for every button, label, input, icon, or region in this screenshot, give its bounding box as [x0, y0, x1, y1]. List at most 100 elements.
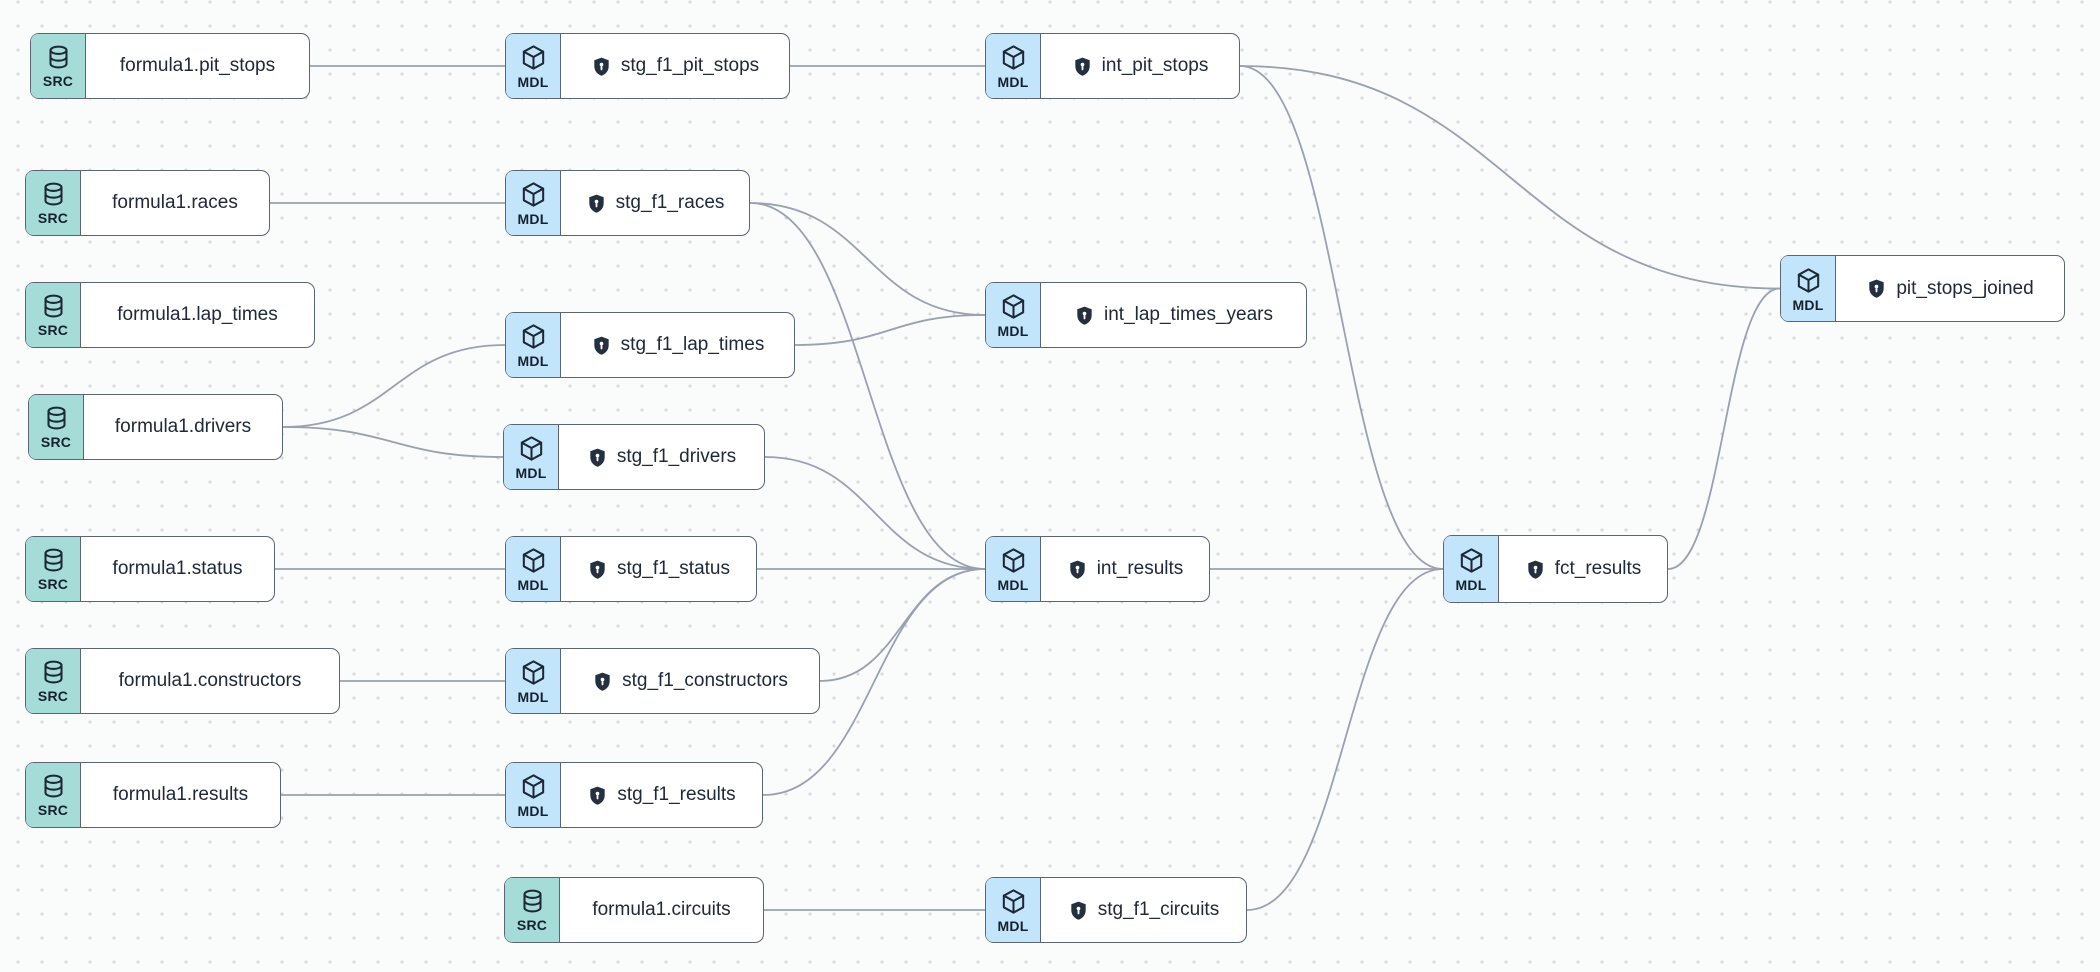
badge-label: MDL: [997, 74, 1029, 90]
shield-icon: [1525, 559, 1546, 580]
cube-icon: [519, 43, 548, 72]
node-int_results[interactable]: MDL int_results: [985, 536, 1210, 602]
node-label: formula1.drivers: [114, 416, 252, 437]
node-formula1.drivers[interactable]: SRC formula1.drivers: [28, 394, 283, 460]
node-body: formula1.circuits: [560, 878, 763, 942]
node-body: pit_stops_joined: [1836, 256, 2064, 321]
cube-icon: [999, 887, 1028, 916]
node-stg_f1_circuits[interactable]: MDL stg_f1_circuits: [985, 877, 1247, 943]
shield-icon: [1072, 56, 1093, 77]
badge-label: SRC: [37, 210, 69, 226]
node-label: stg_f1_status: [616, 558, 731, 579]
badge-label: MDL: [997, 577, 1029, 593]
node-body: formula1.drivers: [84, 395, 282, 459]
node-label: stg_f1_races: [615, 192, 725, 213]
cube-icon: [519, 658, 548, 687]
database-icon: [43, 405, 70, 432]
edge-stg_lap_times-to-int_lap_times_years: [794, 314, 986, 346]
shield-icon: [1074, 305, 1095, 326]
model-badge: MDL: [986, 283, 1041, 347]
node-body: stg_f1_races: [561, 171, 749, 235]
node-body: formula1.pit_stops: [86, 34, 309, 98]
badge-label: SRC: [37, 576, 69, 592]
cube-icon: [1794, 266, 1823, 295]
edge-stg_races-to-int_lap_times_years: [749, 202, 986, 316]
shield-icon: [1866, 278, 1887, 299]
cube-icon: [999, 546, 1028, 575]
edge-stg_races-to-int_results: [749, 202, 986, 570]
node-label: stg_f1_pit_stops: [620, 55, 760, 76]
shield-icon: [586, 193, 607, 214]
cube-icon: [517, 434, 546, 463]
node-label: formula1.races: [112, 192, 238, 213]
model-badge: MDL: [506, 537, 561, 601]
model-badge: MDL: [1444, 536, 1499, 602]
node-stg_f1_results[interactable]: MDL stg_f1_results: [505, 762, 763, 828]
node-body: formula1.races: [81, 171, 269, 235]
badge-label: SRC: [40, 434, 72, 450]
node-body: stg_f1_status: [561, 537, 756, 601]
shield-icon: [591, 56, 612, 77]
source-badge: SRC: [26, 537, 81, 601]
cube-icon: [1457, 546, 1486, 575]
node-label: stg_f1_constructors: [622, 670, 788, 691]
node-body: int_lap_times_years: [1041, 283, 1306, 347]
database-icon: [519, 888, 546, 915]
model-badge: MDL: [986, 34, 1041, 98]
badge-label: MDL: [517, 689, 549, 705]
model-badge: MDL: [986, 878, 1041, 942]
node-body: formula1.constructors: [81, 649, 339, 713]
node-label: int_pit_stops: [1101, 55, 1209, 76]
node-formula1.status[interactable]: SRC formula1.status: [25, 536, 275, 602]
shield-icon: [1068, 900, 1089, 921]
node-label: formula1.status: [112, 558, 243, 579]
node-body: stg_f1_constructors: [561, 649, 819, 713]
model-badge: MDL: [1781, 256, 1836, 321]
model-badge: MDL: [986, 537, 1041, 601]
badge-label: MDL: [517, 803, 549, 819]
edge-fct_results-to-pit_stops_joined: [1667, 287, 1781, 570]
node-stg_f1_pit_stops[interactable]: MDL stg_f1_pit_stops: [505, 33, 790, 99]
edge-src_drivers-to-stg_drivers: [282, 426, 504, 458]
node-label: stg_f1_lap_times: [620, 334, 765, 355]
edge-stg_drivers-to-int_results: [764, 456, 986, 570]
badge-label: SRC: [37, 802, 69, 818]
source-badge: SRC: [29, 395, 84, 459]
node-fct_results[interactable]: MDL fct_results: [1443, 535, 1668, 603]
shield-icon: [587, 559, 608, 580]
node-label: formula1.constructors: [118, 670, 302, 691]
source-badge: SRC: [26, 171, 81, 235]
node-label: stg_f1_circuits: [1097, 899, 1220, 920]
node-label: fct_results: [1554, 558, 1642, 579]
node-body: formula1.lap_times: [81, 283, 314, 347]
node-body: stg_f1_results: [561, 763, 762, 827]
database-icon: [40, 659, 67, 686]
node-label: stg_f1_drivers: [616, 446, 737, 467]
node-label: formula1.circuits: [592, 899, 731, 920]
shield-icon: [587, 785, 608, 806]
node-stg_f1_status[interactable]: MDL stg_f1_status: [505, 536, 757, 602]
model-badge: MDL: [506, 34, 561, 98]
node-body: int_results: [1041, 537, 1209, 601]
edge-src_drivers-to-stg_lap_times: [282, 344, 506, 428]
node-formula1.races[interactable]: SRC formula1.races: [25, 170, 270, 236]
badge-label: MDL: [997, 918, 1029, 934]
badge-label: MDL: [517, 74, 549, 90]
node-int_pit_stops[interactable]: MDL int_pit_stops: [985, 33, 1240, 99]
shield-icon: [587, 447, 608, 468]
node-stg_f1_constructors[interactable]: MDL stg_f1_constructors: [505, 648, 820, 714]
shield-icon: [1067, 559, 1088, 580]
shield-icon: [591, 335, 612, 356]
node-body: int_pit_stops: [1041, 34, 1239, 98]
